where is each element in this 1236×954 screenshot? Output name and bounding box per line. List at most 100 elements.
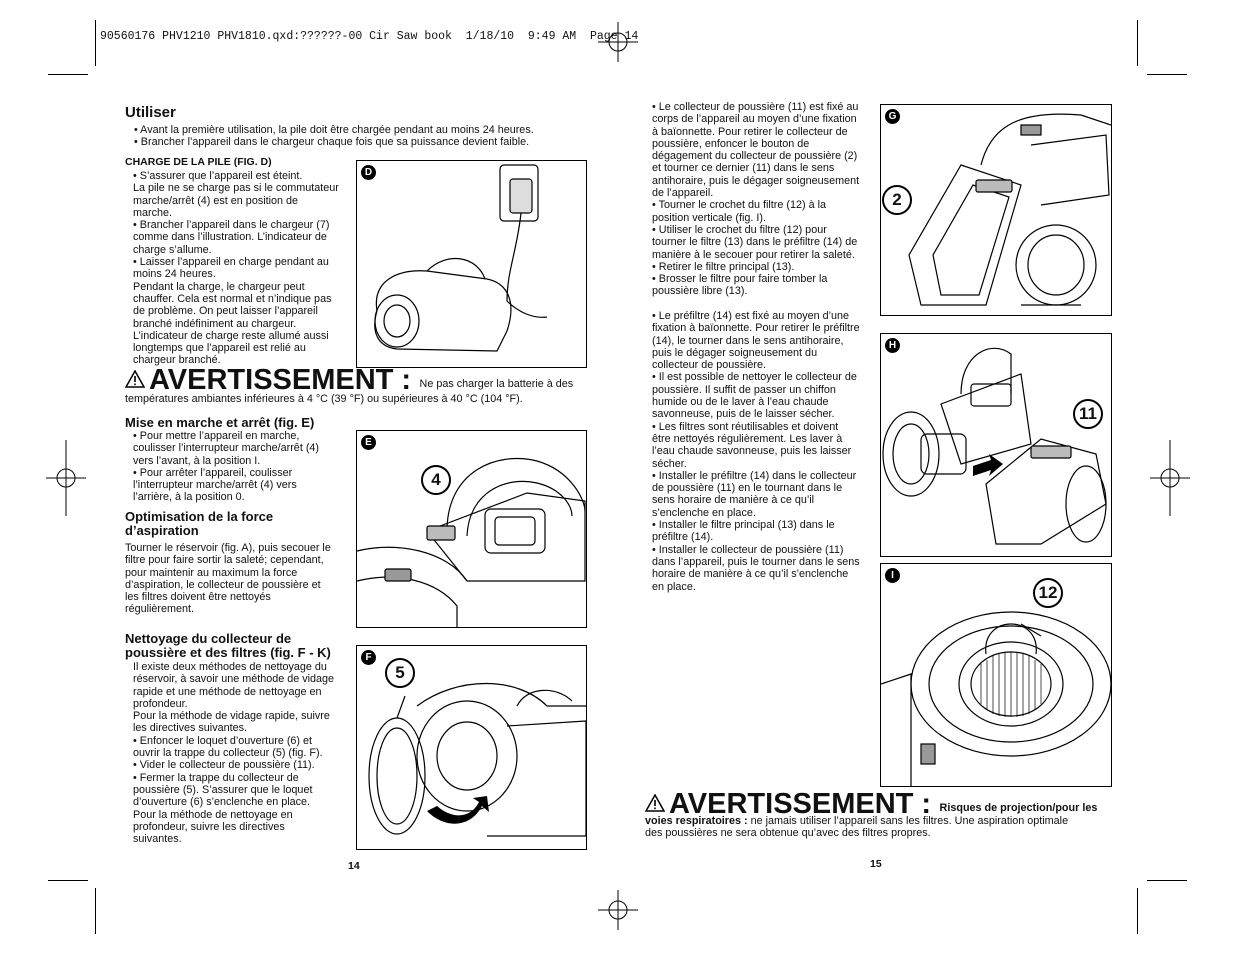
callout-11: 11 xyxy=(1073,399,1103,429)
clean-heading: Nettoyage du collecteur de poussière et … xyxy=(125,632,331,660)
clean-line: Il existe deux méthodes de nettoyage du xyxy=(133,661,327,673)
right-line: • Brosser le filtre pour faire tomber la xyxy=(652,273,828,286)
charge-line: La pile ne se charge pas si le commutate… xyxy=(133,182,339,195)
optim-line: régulièrement. xyxy=(125,603,195,616)
onoff-line: • Pour arrêter l’appareil, coulisser xyxy=(133,466,293,479)
charge-line: charge s’allume. xyxy=(133,243,212,256)
charge-line: • S’assurer que l’appareil est éteint. xyxy=(133,170,303,182)
figure-h: H 11 xyxy=(880,333,1112,557)
clean-heading-line: poussière et des filtres (fig. F - K) xyxy=(125,645,331,660)
callout-12: 12 xyxy=(1033,578,1063,608)
right-line: fixation à baïonnette. Pour retirer le p… xyxy=(652,322,860,335)
clean-line: d’ouverture (6) s’enclenche en place. xyxy=(133,796,311,809)
right-line: horaire de manière à ce qu’il s’enclench… xyxy=(652,568,849,581)
clean-line: les directives suivantes. xyxy=(133,722,248,735)
right-column-text-1: • Le collecteur de poussière (11) est fi… xyxy=(652,101,880,298)
clean-line: Pour la méthode de vidage rapide, suivre xyxy=(133,710,330,723)
clean-line: profondeur. xyxy=(133,697,188,710)
right-line: sens horaire de manière à ce qu’il xyxy=(652,494,815,507)
right-line: • Il est possible de nettoyer le collect… xyxy=(652,371,857,384)
callout-5: 5 xyxy=(385,658,415,688)
right-line: • Le collecteur de poussière (11) est fi… xyxy=(652,101,859,113)
right-line: • Installer le collecteur de poussière (… xyxy=(652,543,844,556)
warning-right-continued: voies respiratoires : ne jamais utiliser… xyxy=(645,815,1115,840)
figure-e: E 4 xyxy=(356,430,587,628)
onoff-line: l’interrupteur marche/arrêt (4) vers xyxy=(133,479,297,492)
right-line: corps de l’appareil au moyen d’une fixat… xyxy=(652,113,857,126)
figure-d: D xyxy=(356,160,587,368)
right-line: et tourner ce dernier (11) dans le sens xyxy=(652,162,835,175)
charge-line: chauffer. Cela est normal et n’indique p… xyxy=(133,292,332,305)
right-line: • Utiliser le crochet du filtre (12) pou… xyxy=(652,223,827,236)
right-line: antihoraire, puis le dégager soigneuseme… xyxy=(652,174,860,187)
filter-removal-illustration xyxy=(882,347,1107,545)
right-line: • Le préfiltre (14) est fixé au moyen d’… xyxy=(652,310,850,322)
warning-triangle-icon xyxy=(644,793,666,817)
right-line: (14), le tourner dans le sens antihorair… xyxy=(652,334,844,347)
right-line: dégagement du collecteur de poussière (2… xyxy=(652,150,858,163)
right-line: sécher. xyxy=(652,457,687,470)
right-line: • Les filtres sont réutilisables et doiv… xyxy=(652,420,839,433)
charge-line: • Laisser l’appareil en charge pendant a… xyxy=(133,256,329,269)
clean-line: Pour la méthode de nettoyage en xyxy=(133,808,293,821)
right-line: poussière libre (13). xyxy=(652,285,748,298)
clean-line: réservoir, à savoir une méthode de vidag… xyxy=(133,673,335,686)
print-slug: 90560176 PHV1210 PHV1810.qxd:??????-00 C… xyxy=(100,30,639,43)
right-column-text-2: • Le préfiltre (14) est fixé au moyen d’… xyxy=(652,310,880,593)
charge-line: • Brancher l’appareil dans le chargeur (… xyxy=(133,219,330,232)
clean-line: • Fermer la trappe du collecteur de xyxy=(133,771,299,784)
callout-2: 2 xyxy=(882,185,912,215)
charge-line: branché indéfiniment au chargeur. xyxy=(133,317,297,330)
optim-line: filtre pour faire sortir la saleté; cepe… xyxy=(125,554,324,567)
clean-text: Il existe deux méthodes de nettoyage du … xyxy=(133,661,353,845)
warning-left: AVERTISSEMENT : Ne pas charger la batter… xyxy=(124,364,574,397)
charge-line: comme dans l’illustration. L’indicateur … xyxy=(133,231,327,244)
collector-illustration xyxy=(368,683,586,837)
figure-g: G 2 xyxy=(880,104,1112,316)
right-line: poussière, enfoncer le bouton de xyxy=(652,137,810,150)
charge-line: L’indicateur de charge reste allumé auss… xyxy=(133,329,329,342)
optim-line: Tourner le réservoir (fig. A), puis seco… xyxy=(125,542,331,554)
switch-illustration xyxy=(357,457,586,627)
filter-hook-illustration xyxy=(881,611,1111,786)
clean-line: poussière (5). S’assurer que le loquet xyxy=(133,783,313,796)
right-line: préfiltre (14). xyxy=(652,531,714,544)
onoff-line: coulisser l’interrupteur marche/arrêt (4… xyxy=(133,442,320,455)
warning-text: Ne pas charger la batterie à des xyxy=(419,378,574,390)
right-line: à baïonnette. Pour retirer le collecteur… xyxy=(652,125,848,138)
right-line: puis le dégager soigneusement du xyxy=(652,346,818,359)
right-line: savonneuse, puis de le laisser sécher. xyxy=(652,408,835,421)
warning-text: des poussières ne sera obtenue qu’avec d… xyxy=(645,827,931,840)
clean-line: • Vider le collecteur de poussière (11). xyxy=(133,759,315,772)
figure-tag: D xyxy=(361,165,376,180)
right-line: • Retirer le filtre principal (13). xyxy=(652,260,795,273)
clean-heading-line: Nettoyage du collecteur de xyxy=(125,631,292,646)
charge-line: marche. xyxy=(133,206,173,219)
warning-bold-text: Risques de projection/pour les xyxy=(939,802,1098,814)
right-line: de poussière (11) en le tournant dans le xyxy=(652,482,843,495)
figure-tag: E xyxy=(361,435,376,450)
right-line: dans l’appareil, puis le tourner dans le… xyxy=(652,555,860,568)
figure-tag: H xyxy=(885,338,900,353)
clean-line: rapide et une méthode de nettoyage en xyxy=(133,685,322,698)
page-number-left: 14 xyxy=(348,860,360,872)
onoff-text: • Pour mettre l’appareil en marche, coul… xyxy=(133,430,351,504)
optim-heading: Optimisation de la force d’aspiration xyxy=(125,510,273,538)
right-line: tourner le filtre (13) dans le préfiltre… xyxy=(652,236,858,249)
optim-line: pour maintenir au maximum la force xyxy=(125,566,298,579)
page-number-right: 15 xyxy=(870,858,882,870)
warning-triangle-icon xyxy=(124,369,146,393)
charge-line: chargeur branché. xyxy=(133,354,221,367)
charge-heading: CHARGE DE LA PILE (FIG. D) xyxy=(125,156,272,168)
charge-line: de problème. On peut laisser l’appareil xyxy=(133,305,318,318)
right-line: collecteur de poussière. xyxy=(652,359,767,372)
onoff-heading: Mise en marche et arrêt (fig. E) xyxy=(125,415,315,430)
optim-text: Tourner le réservoir (fig. A), puis seco… xyxy=(125,542,353,616)
figure-tag: F xyxy=(361,650,376,665)
right-line: s’enclenche en place. xyxy=(652,506,756,519)
figure-f: F 5 xyxy=(356,645,587,850)
right-line: position verticale (fig. I). xyxy=(652,211,767,224)
charger-illustration xyxy=(374,164,548,352)
optim-heading-line: Optimisation de la force xyxy=(125,509,274,524)
